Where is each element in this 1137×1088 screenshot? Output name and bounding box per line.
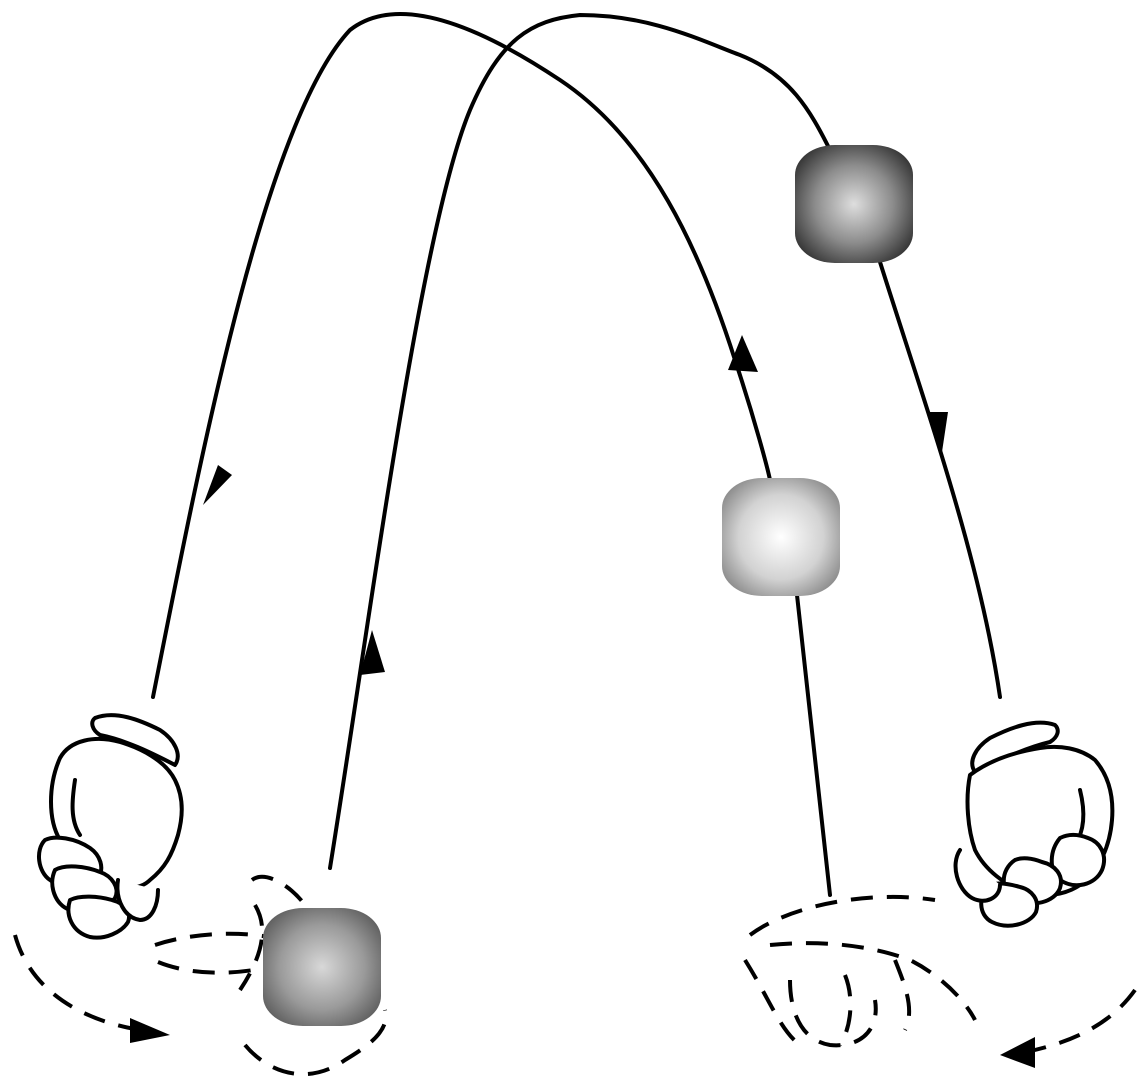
right-scoop-arrow-icon — [1000, 1037, 1035, 1068]
left-ball-dashed-outline-2 — [157, 960, 266, 975]
right-ball-dashed-outline-6 — [893, 959, 912, 1031]
arrow-up-left-icon — [203, 465, 232, 505]
right-ball-dashed-outline-2 — [743, 958, 802, 1047]
left-ball-dashed-outline-4 — [243, 1009, 388, 1077]
outer-arc-lower-segment — [795, 593, 832, 897]
right-ball-dashed-outline-3 — [769, 941, 977, 1021]
left-scoop-dashed-path — [13, 934, 141, 1032]
inner-arc-lower-segment — [878, 260, 1002, 699]
right-ball-dashed-outline-5 — [838, 974, 853, 1047]
right-ball-dashed-outline-4 — [788, 979, 878, 1048]
ball-bottom-left — [263, 908, 381, 1026]
outer-arc-trajectory — [151, 12, 772, 699]
arrow-down-right-icon — [928, 412, 948, 452]
left-ball-dashed-outline — [154, 931, 301, 947]
left-hand-icon — [37, 713, 184, 940]
left-ball-dashed-outline-3 — [250, 874, 307, 907]
left-scoop-arrow-icon — [130, 1018, 170, 1043]
right-hand-icon — [953, 720, 1115, 928]
ball-middle-right — [722, 478, 840, 596]
arrow-down-left-icon — [360, 630, 385, 675]
left-ball-dashed-outline-5 — [238, 903, 265, 992]
ball-top-right — [795, 145, 913, 263]
right-ball-dashed-outline — [748, 894, 936, 937]
arrow-up-right-icon — [728, 335, 758, 372]
inner-arc-trajectory — [328, 13, 832, 870]
